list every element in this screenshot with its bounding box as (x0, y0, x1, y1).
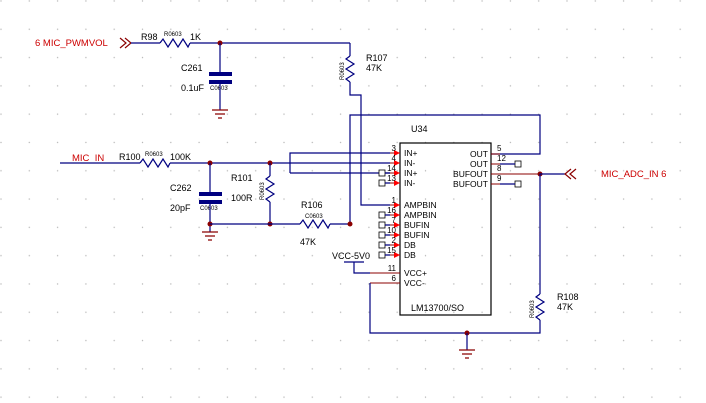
ground-symbol-main (459, 349, 475, 359)
r101-value: 100R (231, 193, 253, 203)
r106-value: 47K (300, 237, 316, 247)
pin-num: 8 (497, 164, 502, 173)
pin-name: BUFOUT (453, 169, 488, 179)
c261-pkg: C0603 (210, 86, 228, 92)
r101-pkg: R0603 (260, 182, 266, 200)
r107-value: 47K (366, 63, 382, 73)
pin-num: 3 (392, 144, 397, 153)
r100-value: 100K (170, 152, 191, 162)
net-label-mic-pwmvol: 6 MIC_PWMVOL (35, 38, 108, 49)
r106-resistor (299, 218, 331, 230)
pin-name: OUT (470, 149, 488, 159)
u34-part: LM13700/SO (411, 303, 464, 313)
r100-resistor (139, 157, 171, 169)
pin-name: BUFIN (404, 230, 430, 240)
pin-name: IN- (404, 158, 416, 168)
pin-num: 14 (387, 164, 396, 173)
junction (347, 221, 353, 227)
c261-value: 0.1uF (181, 83, 205, 93)
net-label-mic-adc-in: MIC_ADC_IN 6 (601, 169, 666, 180)
c262-value: 20pF (170, 203, 191, 213)
pin-num: 15 (387, 246, 396, 255)
pin-name: BUFOUT (453, 179, 488, 189)
r108-ref: R108 (557, 292, 579, 302)
wire-r107-to-ampbin (349, 82, 390, 206)
r108-resistor (534, 293, 546, 321)
c261-ref: C261 (181, 63, 203, 73)
pin-name: OUT (470, 159, 488, 169)
pin-name: DB (404, 250, 416, 260)
r98-value: 1K (190, 32, 201, 42)
pin-name: VCC- (404, 278, 425, 288)
pin-num: 16 (387, 206, 396, 215)
nc-pin-marker (378, 231, 386, 239)
r108-pkg: R0603 (530, 300, 536, 318)
r100-ref: R100 (119, 152, 141, 162)
nc-pin-marker (514, 160, 522, 168)
net-label-mic-in: MIC_IN (72, 153, 104, 164)
ground-symbol-c261 (212, 109, 228, 119)
u34-left-pins (370, 150, 400, 284)
pin-num: 9 (497, 174, 502, 183)
pin-name: AMPBIN (404, 200, 437, 210)
pin-num: 7 (392, 216, 397, 225)
r100-pkg: R0603 (145, 152, 163, 158)
r107-ref: R107 (366, 53, 388, 63)
pin-num: 5 (497, 144, 502, 153)
wire-r108-bottom (369, 283, 541, 334)
u34-right-pins (491, 153, 540, 185)
r108-value: 47K (557, 302, 573, 312)
pin-num: 2 (392, 236, 397, 245)
r98-resistor (159, 37, 191, 49)
r98-pkg: R0603 (164, 32, 182, 38)
nc-pin-marker (378, 251, 386, 259)
nc-pin-marker (514, 180, 522, 188)
ground-symbol-c262 (202, 231, 218, 241)
nc-pin-marker (378, 169, 386, 177)
vcc-symbol (344, 261, 364, 267)
r106-pkg: C0603 (305, 214, 323, 220)
pin-num: 10 (387, 226, 396, 235)
wire-out-feedback (349, 114, 541, 225)
nc-stub (500, 163, 515, 185)
pin-name: BUFIN (404, 220, 430, 230)
nc-pin-marker (378, 211, 386, 219)
pin-name: IN+ (404, 168, 418, 178)
pin-name: IN+ (404, 148, 418, 158)
nc-pin-marker (378, 241, 386, 249)
r101-resistor (264, 175, 276, 203)
wire-in-minus (289, 152, 390, 173)
pin-num: 12 (497, 154, 506, 163)
pin-name: AMPBIN (404, 210, 437, 220)
pin-name: VCC+ (404, 268, 427, 278)
u34-ref: U34 (411, 124, 428, 134)
c262-ref: C262 (170, 183, 192, 193)
offpage-connector-mic-adc-in (564, 168, 577, 180)
u34-body (399, 142, 492, 316)
nc-stub (385, 172, 390, 256)
r98-ref: R98 (141, 32, 158, 42)
pin-num: 11 (388, 264, 397, 273)
vcc-label: VCC-5V0 (332, 251, 370, 261)
r101-ref: R101 (231, 173, 253, 183)
nc-pin-marker (378, 221, 386, 229)
c262-pkg: C0603 (200, 206, 218, 212)
wire-vcc (353, 267, 370, 274)
pin-name: IN- (404, 178, 416, 188)
pin-num: 1 (392, 196, 397, 205)
r107-pkg: R0603 (340, 62, 346, 80)
pin-num: 6 (392, 274, 397, 283)
pin-name: DB (404, 240, 416, 250)
nc-pin-marker (378, 179, 386, 187)
r107-resistor (344, 55, 356, 83)
pin-num: 4 (392, 154, 397, 163)
pin-num: 13 (387, 174, 396, 183)
r106-ref: R106 (301, 200, 323, 210)
